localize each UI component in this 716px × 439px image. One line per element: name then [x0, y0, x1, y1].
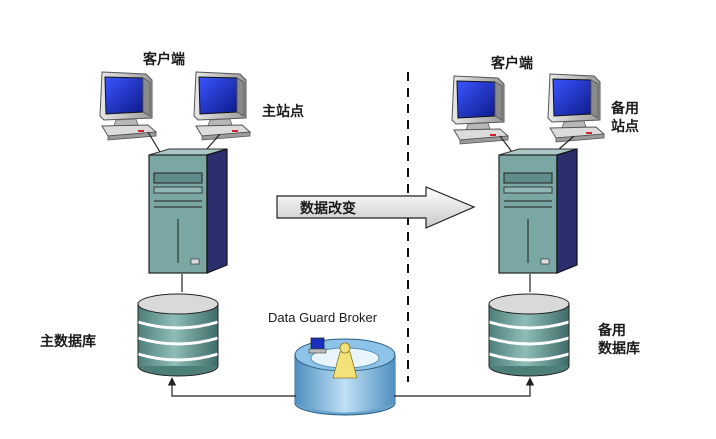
client-link — [205, 133, 221, 151]
primary-clients-label: 客户端 — [142, 51, 185, 68]
client-link — [557, 135, 575, 151]
data-change-arrow: 数据改变 — [276, 186, 476, 229]
client-link — [147, 131, 161, 153]
broker-to-primary-connector — [167, 377, 296, 397]
broker-icon — [294, 337, 396, 416]
standby-clients-label: 客户端 — [490, 55, 533, 72]
standby-db-label-line2: 数据库 — [598, 340, 640, 357]
data-change-label: 数据改变 — [300, 200, 356, 217]
standby-site-label-line2: 站点 — [611, 118, 639, 135]
broker-label: Data Guard Broker — [268, 310, 378, 325]
monitor-icon — [99, 71, 157, 141]
standby-db-label-line1: 备用 — [597, 322, 626, 339]
monitor-icon — [547, 73, 605, 143]
client-link — [499, 135, 513, 153]
database-cylinder-icon — [136, 292, 220, 378]
server-tower-icon — [498, 148, 578, 274]
primary-site: 客户端 主站点 主数据库 — [40, 51, 304, 378]
monitor-icon — [451, 75, 509, 145]
data-guard-broker: Data Guard Broker — [268, 310, 396, 416]
database-cylinder-icon — [487, 292, 571, 378]
monitor-icon — [193, 71, 251, 141]
server-tower-icon — [148, 148, 228, 274]
standby-site-label-line1: 备用 — [610, 100, 639, 117]
standby-site: 客户端 备用 站点 备用 数据库 — [451, 55, 640, 378]
broker-to-standby-connector — [394, 377, 535, 397]
primary-site-label: 主站点 — [262, 103, 304, 120]
primary-db-label: 主数据库 — [40, 333, 96, 350]
